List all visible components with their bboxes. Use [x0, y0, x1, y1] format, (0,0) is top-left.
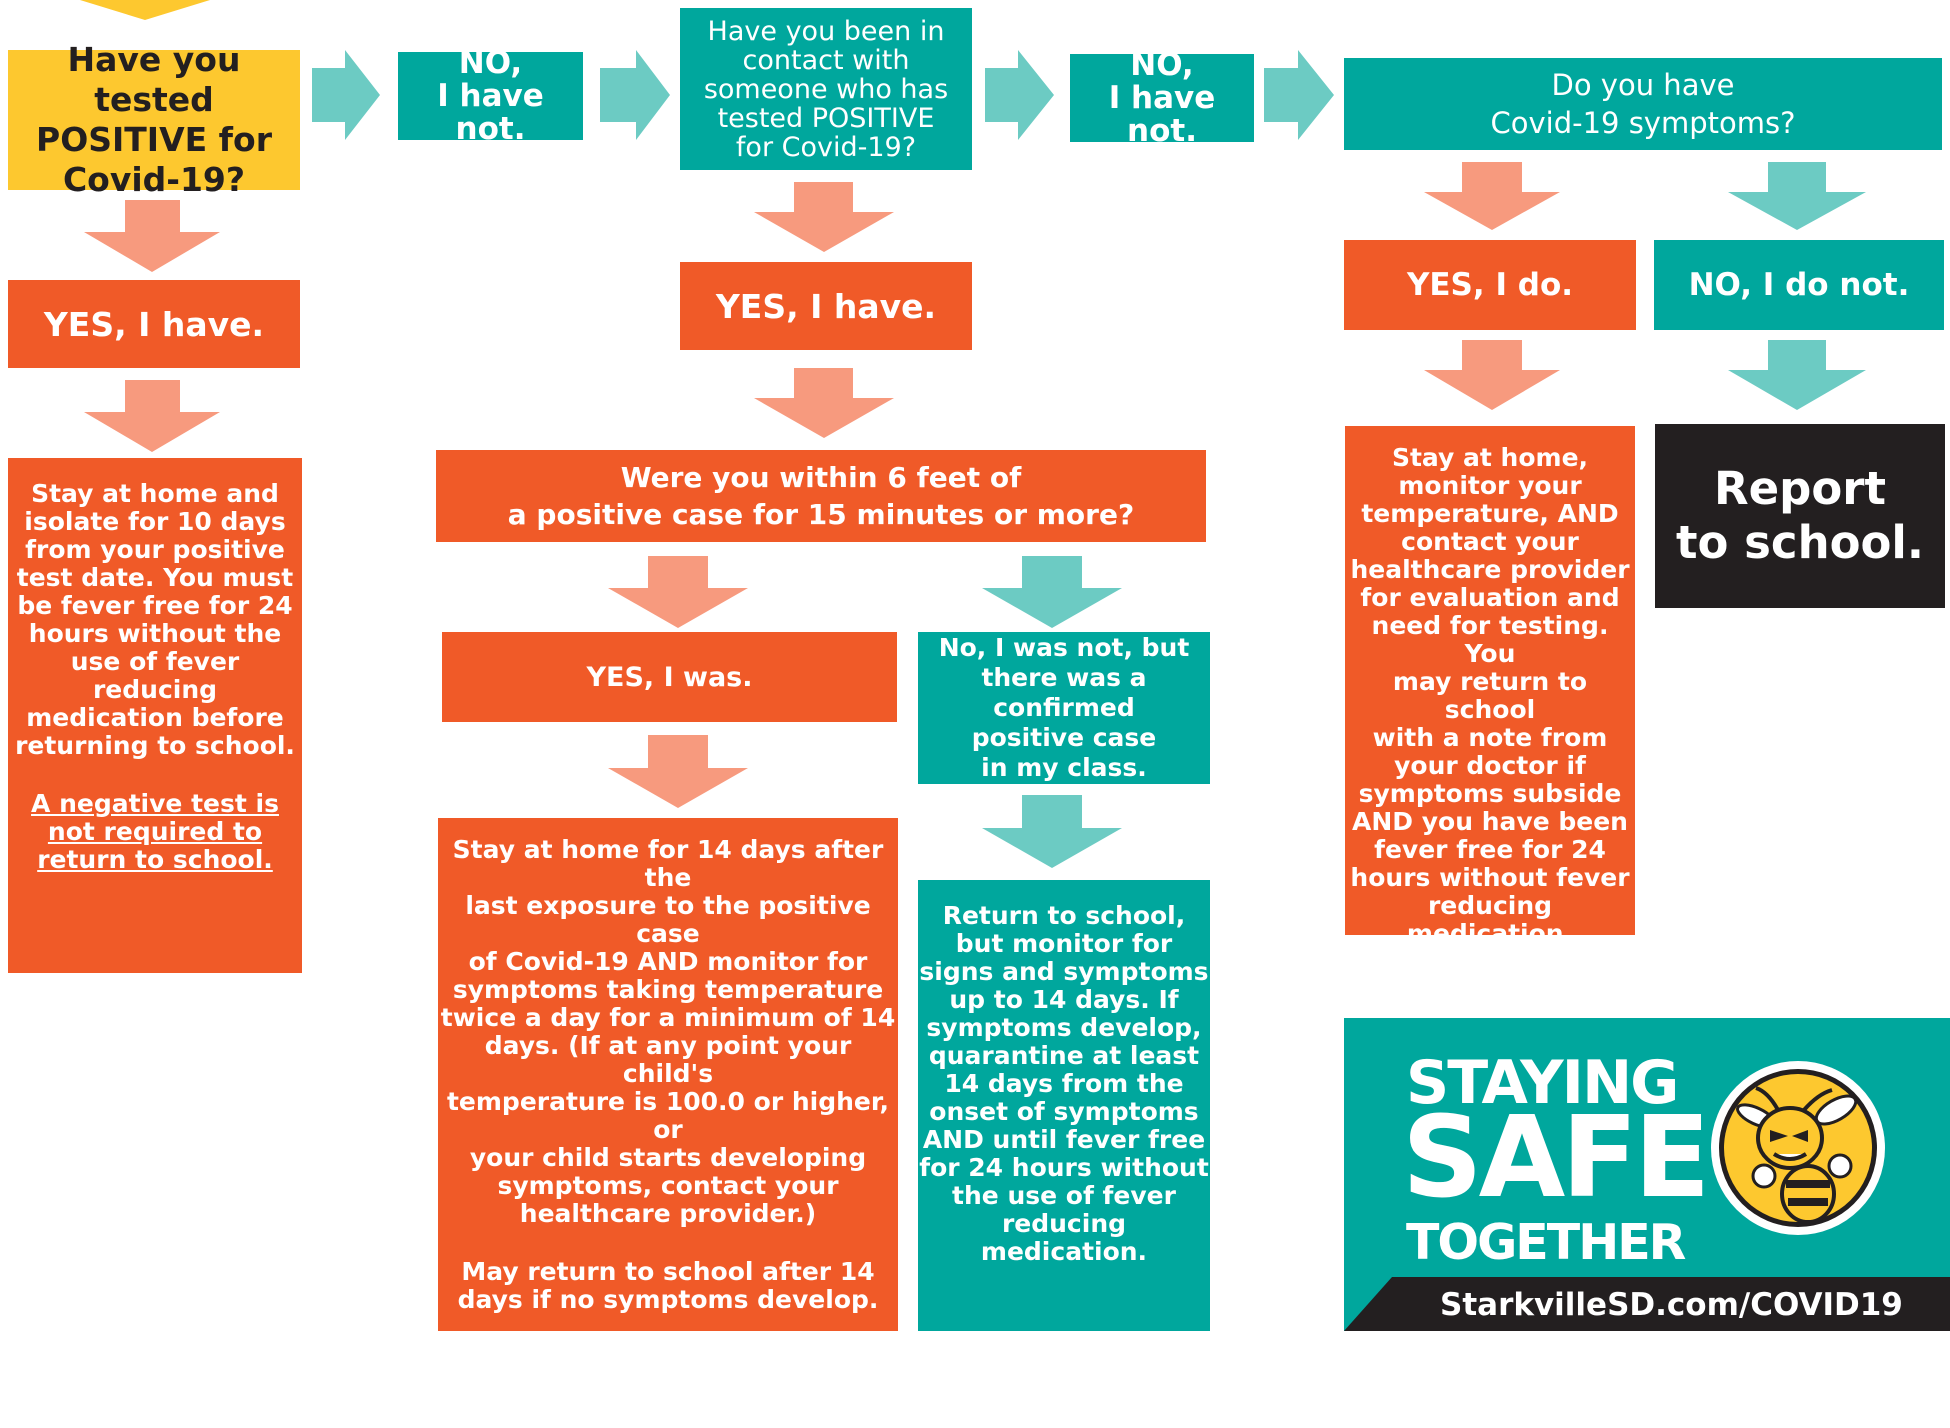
q2-yes-box: YES, I have. — [680, 262, 972, 350]
q3-question-box: Were you within 6 feet of a positive cas… — [436, 450, 1206, 542]
q3-no-box: No, I was not, but there was a confirmed… — [918, 632, 1210, 784]
q2-question-box: Have you been in contact with someone wh… — [680, 8, 972, 170]
q4-yes-text: YES, I do. — [1406, 267, 1574, 303]
arrow-down-q4-no-result — [1728, 340, 1866, 410]
arrow-down-q1-result — [84, 380, 220, 452]
arrows-layer — [80, 0, 1866, 868]
url-banner: StarkvilleSD.com/COVID19 — [1344, 1277, 1950, 1331]
q3-no-result-text: Return to school, but monitor for signs … — [919, 901, 1209, 1266]
q1-yes-box: YES, I have. — [8, 280, 300, 368]
arrow-down-q2-yes — [754, 182, 894, 252]
arrow-down-q3-yes — [608, 556, 748, 628]
q2-yes-text: YES, I have. — [715, 286, 937, 326]
q2-question-text: Have you been in contact with someone wh… — [703, 15, 949, 163]
q1-result-text: Stay at home and isolate for 10 days fro… — [15, 479, 295, 760]
url-text[interactable]: StarkvilleSD.com/COVID19 — [1440, 1287, 1903, 1323]
q1-result-note: A negative test is not required to retur… — [31, 789, 279, 874]
arrow-right-1 — [312, 50, 380, 140]
q3-no-result-box: Return to school, but monitor for signs … — [918, 880, 1210, 1331]
q3-question-text: Were you within 6 feet of a positive cas… — [507, 461, 1135, 531]
q2-no-box: NO, I have not. — [1070, 48, 1254, 147]
branding-line2: SAFE — [1402, 1093, 1710, 1223]
q4-question-text: Do you have Covid-19 symptoms? — [1490, 68, 1796, 140]
branding-line3: TOGETHER — [1406, 1214, 1686, 1271]
q3-yes-text: YES, I was. — [586, 661, 753, 693]
arrow-down-q3-yes-result — [608, 735, 748, 808]
q1-yes-text: YES, I have. — [43, 304, 265, 344]
arrow-right-2 — [600, 50, 670, 140]
arrow-right-3 — [985, 50, 1054, 140]
q3-yes-result-box: Stay at home for 14 days after the last … — [438, 818, 898, 1428]
branding-line1: STAYING — [1406, 1048, 1679, 1118]
q4-yes-result-box: Stay at home, monitor your temperature, … — [1345, 426, 1635, 948]
arrow-right-4 — [1264, 50, 1334, 140]
arrow-down-q4-yes-result — [1424, 340, 1560, 410]
branding-panel: STAYING SAFE TOGETHER StarkvilleSD.com/C… — [1344, 1018, 1950, 1331]
q3-yes-result-note: A negative test is not required to retur… — [451, 1343, 885, 1428]
q4-no-result-text: Report to school. — [1676, 462, 1924, 569]
q3-yes-result-text2: May return to school after 14 days if no… — [457, 1257, 879, 1314]
q3-no-text: No, I was not, but there was a confirmed… — [938, 633, 1190, 782]
arrow-down-q3-no-result — [982, 795, 1122, 868]
q4-question-box: Do you have Covid-19 symptoms? — [1344, 58, 1942, 150]
q3-yes-box: YES, I was. — [442, 632, 897, 722]
arrow-down-q4-yes — [1424, 162, 1560, 230]
q4-yes-result-text: Stay at home, monitor your temperature, … — [1350, 443, 1630, 948]
q1-no-box: NO, I have not. — [398, 46, 583, 145]
q1-question-text: Have you tested POSITIVE for Covid-19? — [36, 40, 272, 199]
q1-result-box: Stay at home and isolate for 10 days fro… — [8, 458, 302, 973]
arrow-down-q4-no — [1728, 162, 1866, 230]
entry-arrow — [80, 0, 210, 20]
q4-yes-box: YES, I do. — [1344, 240, 1636, 330]
q3-yes-result-text: Stay at home for 14 days after the last … — [440, 835, 896, 1228]
q4-no-box: NO, I do not. — [1654, 240, 1944, 330]
arrow-down-q3-no — [982, 556, 1122, 628]
q1-question-box: Have you tested POSITIVE for Covid-19? — [8, 40, 300, 199]
q4-no-result-box: Report to school. — [1655, 424, 1945, 608]
arrow-down-q1-yes — [84, 200, 220, 272]
arrow-down-q2-q3 — [754, 368, 894, 438]
mascot-logo — [1711, 1061, 1885, 1235]
q1-no-text: NO, I have not. — [437, 44, 544, 147]
q2-no-text: NO, I have not. — [1108, 46, 1216, 149]
q4-no-text: NO, I do not. — [1688, 267, 1910, 303]
